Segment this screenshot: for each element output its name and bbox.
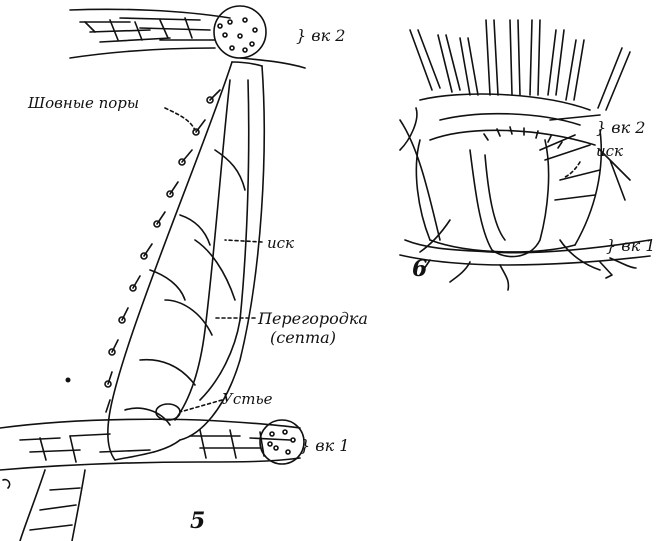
label-vk1-left: } вк 1 (300, 438, 349, 454)
label-septum-line2: (септа) (270, 330, 336, 346)
label-vk1-right-text: вк 1 (621, 236, 655, 255)
label-vk2-left-text: вк 2 (311, 26, 345, 45)
label-septum-line1: Перегородка (258, 311, 368, 327)
label-vk2-right-text: вк 2 (611, 118, 645, 137)
figure-number-6: 6 (412, 258, 427, 280)
label-vk1-right: } вк 1 (606, 238, 655, 254)
label-vk2-left: } вк 2 (296, 28, 345, 44)
figure-number-5: 5 (190, 510, 205, 532)
label-pores: Шовные поры (28, 96, 139, 111)
label-vk1-left-text: вк 1 (315, 436, 349, 455)
label-isk-right: иск (596, 144, 623, 159)
label-isk-left: иск (267, 236, 294, 251)
label-mouth: Устье (222, 392, 273, 407)
label-vk2-right: } вк 2 (596, 120, 645, 136)
